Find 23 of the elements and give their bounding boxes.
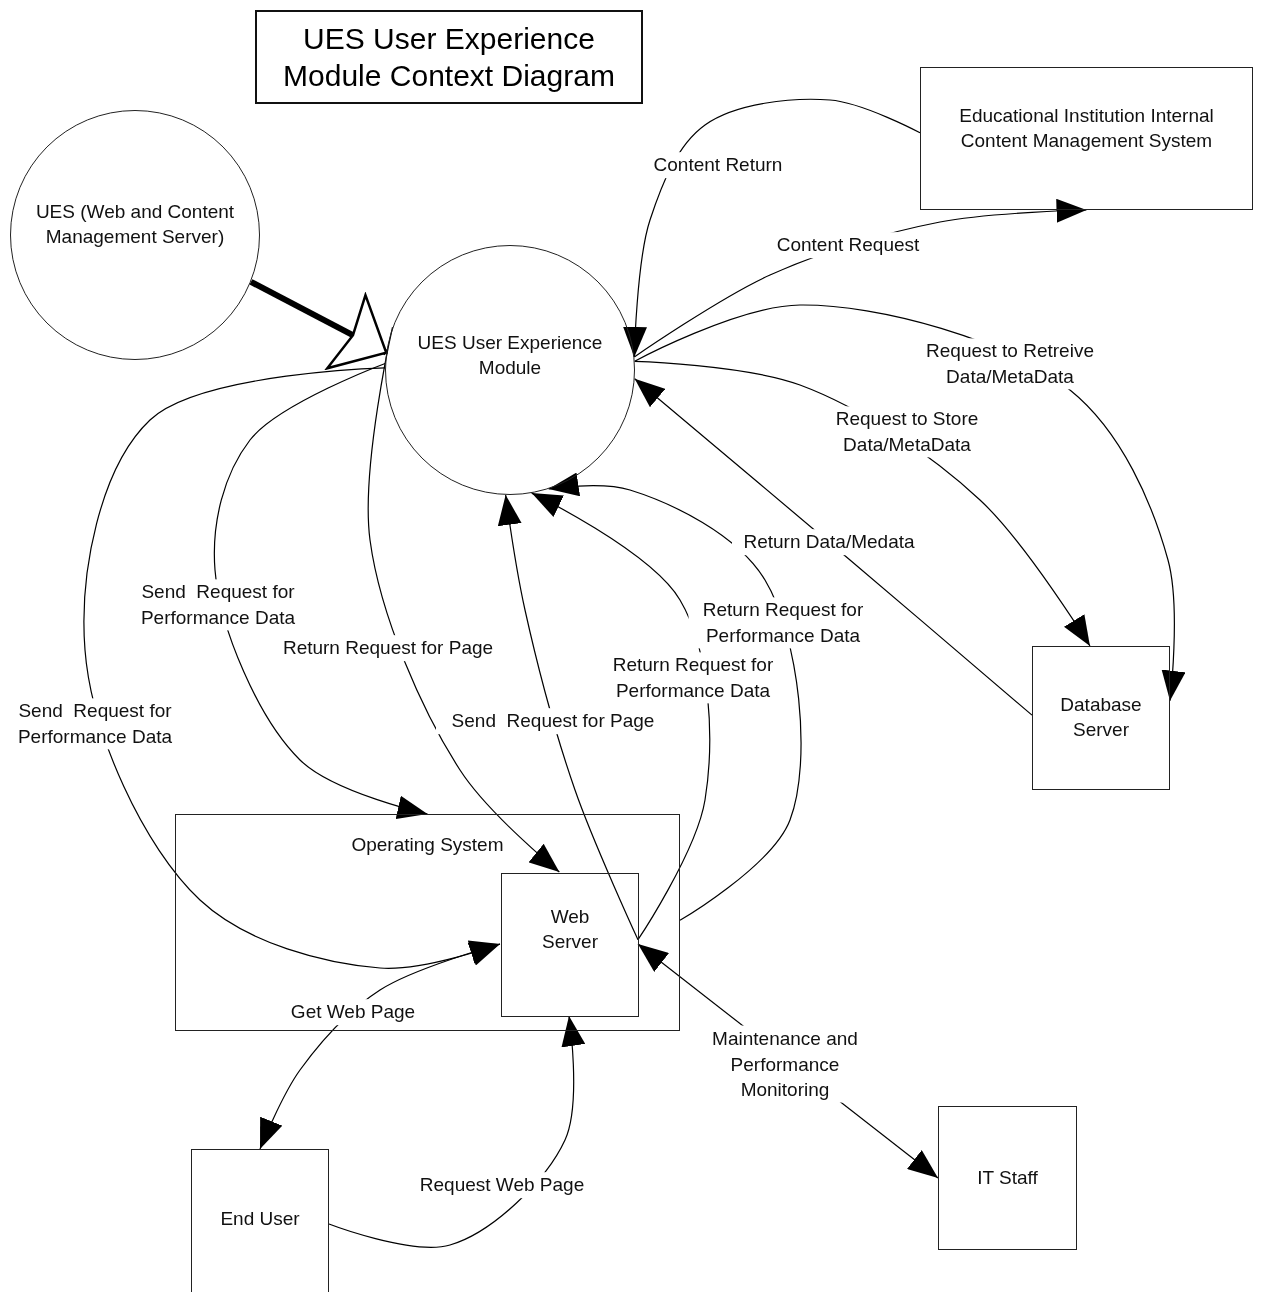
title: UES User Experience Module Context Diagram (282, 20, 616, 94)
arrow (328, 1015, 586, 1248)
system-boundary-box (175, 814, 680, 1031)
entity-box (501, 873, 639, 1017)
entity-box (920, 67, 1253, 210)
entity-box (938, 1106, 1077, 1250)
node-label: Educational Institution Internal Content Management System (958, 103, 1215, 153)
node-label: UES User Experience Module (416, 331, 604, 380)
node-label: Operating System (351, 833, 504, 857)
node-label: UES (Web and Content Management Server) (35, 200, 235, 249)
entity-box (191, 1149, 329, 1292)
arrow (497, 494, 639, 941)
node-label: Web Server (541, 905, 599, 954)
block-arrow (249, 279, 388, 370)
node-label: End User (220, 1206, 300, 1231)
node-label: IT Staff (977, 1165, 1038, 1190)
arrow (623, 98, 921, 358)
node-label: Database Server (1059, 693, 1143, 742)
entity-box (1032, 646, 1170, 790)
arrow (548, 472, 802, 921)
arrow (259, 940, 501, 1150)
arrow (213, 362, 429, 819)
arrow (634, 378, 1033, 716)
